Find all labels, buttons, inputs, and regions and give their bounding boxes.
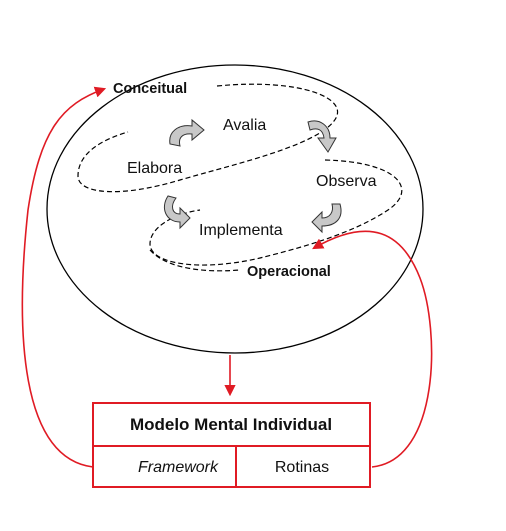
step-avalia-label: Avalia [223,117,266,134]
step-implementa-label: Implementa [199,222,283,239]
curved-arrow-icon [169,118,205,147]
model-box [92,402,371,488]
curved-arrow-icon [307,120,337,153]
step-elabora-label: Elabora [127,160,182,177]
rotinas-cell: Rotinas [275,459,329,476]
curved-arrow-icon [164,195,191,230]
model-box-title: Modelo Mental Individual [130,415,332,434]
level-operacional-label: Operacional [247,264,331,280]
lower-dashed-tail [149,249,241,272]
mind-circle [46,64,424,354]
upper-dashed-loop [77,83,339,193]
curved-arrow-icon [311,203,342,234]
framework-cell: Framework [138,459,219,476]
lower-dashed-loop [149,159,403,266]
step-observa-label: Observa [316,173,377,190]
rotinas-to-operacional-arrow [312,230,433,468]
level-conceitual-label: Conceitual [113,81,187,97]
framework-to-conceitual-arrow [21,86,107,468]
